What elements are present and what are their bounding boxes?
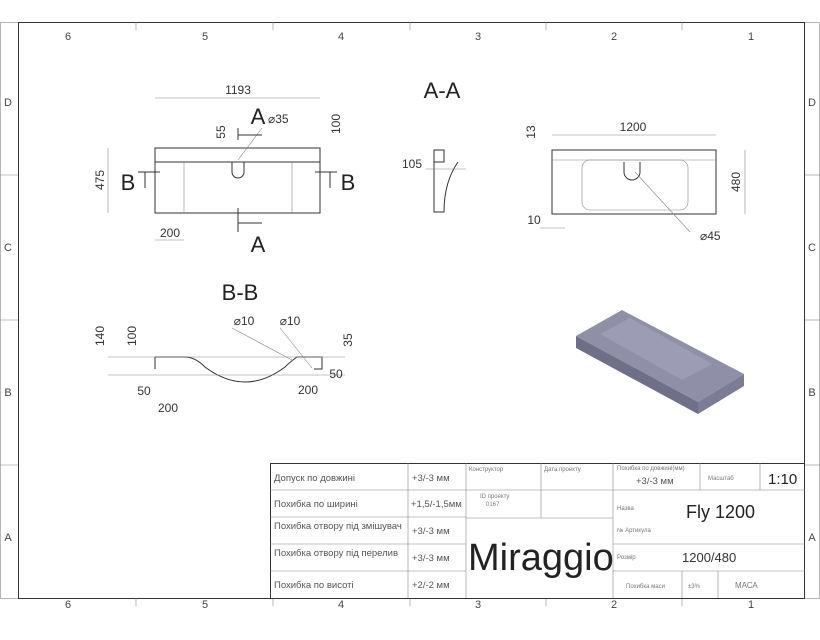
frame-columns-4: 2 bbox=[611, 599, 617, 611]
plan-view-depth: 475 bbox=[93, 170, 107, 190]
title-block-length-tol: +3/-3 мм bbox=[636, 476, 674, 487]
title-block-tolerances-1-value: +1,5/-1,5мм bbox=[411, 499, 462, 510]
frame-columns-1: 5 bbox=[202, 31, 208, 43]
plan-view: 1193 475 55 100 ⌀35 A A B B 200 bbox=[93, 83, 355, 257]
frame-columns-2: 4 bbox=[338, 599, 344, 611]
title-block-tolerances-4-label: Похибка по висоті bbox=[274, 580, 354, 591]
title-block-scale: 1:10 bbox=[768, 471, 797, 488]
plan-view-section-a: A bbox=[251, 232, 266, 257]
plan-view-side: 200 bbox=[160, 226, 180, 240]
title-block-scale-label: Масштаб bbox=[708, 476, 734, 482]
frame-rows-0: D bbox=[808, 97, 816, 109]
title-block-tolerances-2-label: Похибка отвору під змішувач bbox=[274, 521, 402, 532]
column-dividers bbox=[0, 22, 820, 606]
title-block-project-id-label: ID проекту bbox=[480, 494, 509, 500]
title-block-size: 1200/480 bbox=[682, 550, 736, 565]
section-bb-height-bowl: 100 bbox=[125, 326, 139, 346]
frame-rows-1: C bbox=[4, 242, 12, 254]
title-block-name: Fly 1200 bbox=[686, 502, 755, 522]
title-block-tolerances-1-label: Похибка по ширині bbox=[274, 499, 358, 510]
plan-view-section-b: B bbox=[341, 170, 356, 195]
section-bb-height-total: 140 bbox=[93, 326, 107, 346]
section-bb-left-200: 200 bbox=[158, 401, 178, 415]
plan-view-edge: 100 bbox=[329, 114, 343, 134]
frame-columns-4: 2 bbox=[611, 31, 617, 43]
title-block-tolerances-0-value: +3/-3 мм bbox=[412, 473, 450, 484]
top-view-depth: 480 bbox=[729, 172, 743, 192]
frame-rows-2: B bbox=[808, 387, 815, 399]
frame-rows-1: C bbox=[808, 242, 816, 254]
title-block-project-id: 0167 bbox=[486, 502, 500, 508]
section-aa-dim: 105 bbox=[402, 157, 422, 171]
3d-render bbox=[576, 310, 744, 414]
title-block-mass-label: МАСА bbox=[735, 581, 758, 590]
title-block-mass-tol-label: Похибка маси bbox=[626, 584, 665, 590]
top-view: 1200 480 13 10 ⌀45 bbox=[524, 120, 746, 243]
title-block-tolerances-4-value: +2/-2 мм bbox=[412, 580, 450, 591]
title-block-tolerances-2-value: +3/-3 мм bbox=[412, 526, 450, 537]
title-block-article-label: № Артикула bbox=[617, 527, 651, 534]
title-block-size-label: Розмір bbox=[617, 555, 636, 561]
section-bb-title: B-B bbox=[222, 280, 259, 305]
section-bb-right-200: 200 bbox=[298, 383, 318, 397]
section-bb-rim: 35 bbox=[341, 333, 355, 347]
frame-columns-2: 4 bbox=[338, 31, 344, 43]
plan-view-hole-offset: 55 bbox=[214, 125, 228, 139]
section-bb: B-B 140 100 35 ⌀10 ⌀10 50 200 50 200 bbox=[93, 280, 355, 415]
title-block-date-label: Дата проекту bbox=[544, 467, 581, 473]
frame-rows-3: A bbox=[4, 532, 12, 544]
frame-columns-5: 1 bbox=[748, 31, 754, 43]
title-block-length-tol-label: Похибка по довжині(мм) bbox=[617, 466, 685, 472]
plan-view-section-a: A bbox=[251, 104, 266, 129]
section-aa: A-A 105 bbox=[402, 78, 466, 213]
column-labels-top: 6 5 4 3 2 1 bbox=[65, 31, 754, 43]
plan-view-hole-dia: ⌀35 bbox=[268, 112, 289, 126]
frame-columns-3: 3 bbox=[475, 31, 481, 43]
title-block-tolerances-0-label: Допуск по довжині bbox=[274, 473, 355, 484]
title-block-designer-label: Конструктор bbox=[469, 467, 504, 473]
title-block: Допуск по довжині +3/-3 мм Похибка по ши… bbox=[270, 463, 805, 599]
top-view-bottom: 10 bbox=[527, 213, 541, 227]
top-view-top: 13 bbox=[524, 125, 538, 139]
top-view-width: 1200 bbox=[620, 120, 647, 134]
frame-rows-0: D bbox=[4, 97, 12, 109]
frame-rows-3: A bbox=[808, 532, 816, 544]
section-bb-left-50: 50 bbox=[137, 384, 151, 398]
title-block-mass-tol: ±3% bbox=[688, 584, 701, 590]
row-labels: D C B A D C B A bbox=[4, 97, 816, 544]
column-labels-bottom: 6 5 4 3 2 1 bbox=[65, 599, 754, 611]
section-aa-title: A-A bbox=[424, 78, 461, 103]
frame-columns-3: 3 bbox=[475, 599, 481, 611]
frame-columns-0: 6 bbox=[65, 31, 71, 43]
section-bb-dia-2: ⌀10 bbox=[280, 314, 301, 328]
section-bb-right-50: 50 bbox=[329, 367, 343, 381]
top-view-drain-dia: ⌀45 bbox=[700, 229, 721, 243]
frame-rows-2: B bbox=[4, 387, 11, 399]
title-block-name-label: Назва bbox=[617, 506, 634, 512]
title-block-tolerances-3-label: Похибка отвору під перелив bbox=[274, 548, 398, 559]
plan-view-width: 1193 bbox=[225, 83, 251, 97]
frame-columns-5: 1 bbox=[748, 599, 754, 611]
frame-columns-1: 5 bbox=[202, 599, 208, 611]
tolerance-label-2: Похибка отвору під змішувач bbox=[274, 521, 402, 532]
title-block-tolerances-3-value: +3/-3 мм bbox=[412, 553, 450, 564]
frame-columns-0: 6 bbox=[65, 599, 71, 611]
section-bb-dia-1: ⌀10 bbox=[234, 314, 255, 328]
brand-name: Miraggio bbox=[468, 537, 614, 579]
plan-view-section-b: B bbox=[121, 170, 136, 195]
